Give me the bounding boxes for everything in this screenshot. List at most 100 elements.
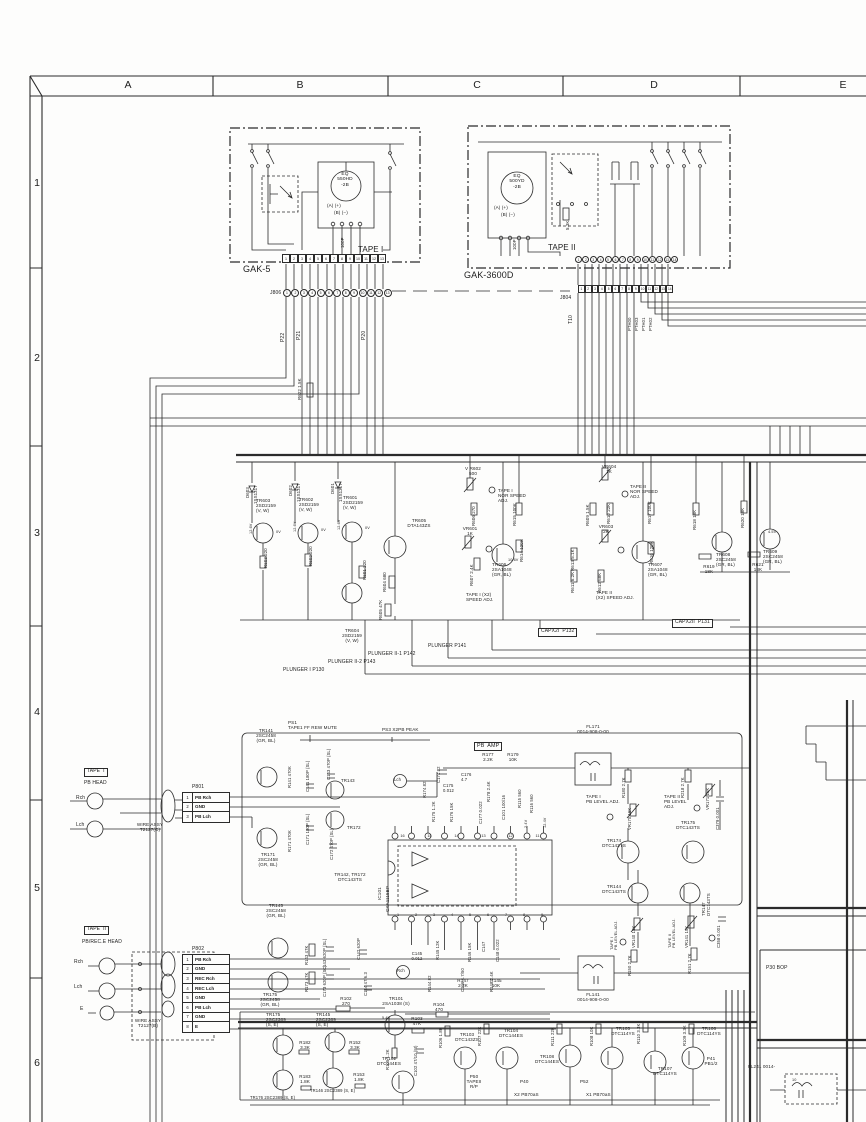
component-label: (B) (−) — [501, 212, 515, 217]
component-label: 2.4V — [524, 819, 528, 828]
plunger-p142: PLUNGER II-1 P142 — [368, 651, 416, 657]
component-label: C176 4.7 — [461, 772, 472, 782]
tr175-label: TR175 2SC2458 (GR, BL) — [260, 992, 280, 1008]
connector-pin: 6 — [324, 289, 333, 297]
connector-pin: 5 — [605, 285, 612, 293]
sheet-frame — [29, 75, 866, 1122]
component-label: PB HEAD — [84, 780, 107, 786]
component-label: R106 1.8K — [438, 1027, 443, 1048]
component-label: R146 15K — [467, 942, 472, 962]
pin-number: 4 — [183, 983, 193, 993]
pin-number: 3 — [183, 812, 193, 822]
tr105-label: TR105 DTC114YS — [611, 1026, 635, 1037]
connector-pin: 11 — [648, 256, 656, 263]
component-label: R177 2.2K — [482, 752, 494, 763]
component-label: V R602 500 — [465, 466, 481, 477]
connector-pin: 14 — [454, 833, 459, 838]
component-label: VR601 1K — [462, 526, 478, 537]
rch-node: Rch — [397, 968, 405, 973]
capx2-p131: CAPX2II P131 — [672, 619, 713, 628]
component-label: C379 0.001 — [715, 807, 720, 830]
connector-pin: 6 — [322, 254, 330, 263]
component-label: C173 620P (SL) — [322, 965, 327, 997]
component-label: PTH03 — [634, 317, 639, 331]
grid-column-C: C — [473, 79, 481, 91]
tr144-label: TR144 DTC143TS — [602, 884, 626, 895]
component-label: C172 470P (SL) — [329, 828, 334, 860]
connector-pin: 2 — [582, 256, 590, 263]
tr604-label: TR604 2SD2159 (V, W) — [342, 628, 362, 644]
component-label: 12.4V — [543, 817, 547, 828]
connector-pin: 10 — [641, 256, 649, 263]
tr142-tr172-label: TR142, TR172 DTC143TS — [334, 872, 366, 883]
component-label: R606 270 — [471, 506, 476, 526]
ps3-label: PS3 X2PB PEAK — [382, 727, 419, 732]
component-label: R144 82 — [427, 975, 432, 992]
tr171-label: TR171 2SC2458 (GR, BL) — [258, 852, 278, 868]
tape1-badge: TAPE I — [84, 768, 108, 777]
component-label: C143 470P (SL) — [326, 748, 331, 780]
grid-row-2: 2 — [34, 352, 40, 364]
component-label: TAPE I PB LEVEL ADJ. — [609, 920, 619, 950]
plunger-p130: PLUNGER I P130 — [283, 667, 325, 673]
component-label: 12.6V — [249, 523, 253, 534]
grid-row-3: 3 — [34, 527, 40, 539]
component-label: T10 — [568, 315, 574, 324]
pin-number: 1 — [183, 955, 193, 964]
component-label: R150 2.7K — [627, 955, 632, 976]
component-label: TR145 2SC2389 (S, E) — [316, 1012, 336, 1028]
component-label: R115 560 — [517, 789, 522, 808]
component-label: CXA1115BP — [385, 885, 390, 912]
connector-pin: 3 — [299, 289, 308, 297]
heavy-buses — [236, 453, 866, 1122]
wire-assy-c: WIRE ASSY T2127(C) — [136, 822, 164, 833]
component-label: C358 0.001 — [716, 925, 721, 948]
fl171-label: FL171 0014-908-0-00 — [577, 724, 609, 735]
tr103-label: TR103 DTC143ZS — [455, 1032, 479, 1043]
grid-column-D: D — [650, 79, 658, 91]
component-label: C142 620P — [356, 938, 361, 960]
component-label: R603 220 — [263, 548, 268, 568]
component-label: (A) (+) — [327, 203, 341, 208]
component-label: R618 18K — [692, 509, 697, 530]
motor2-label: EQ 500YD -2B — [509, 174, 525, 190]
connector-pin: 7 — [333, 289, 342, 297]
connector-pin: 2 — [584, 285, 592, 293]
component-label: R602 220 — [308, 546, 313, 566]
connector-pin: 14 — [671, 256, 679, 263]
component-label: P21 — [296, 330, 302, 340]
component-label: X1 PB70aS — [586, 1092, 611, 1097]
connector-pin: 7 — [330, 254, 338, 263]
connector-pin: 12 — [508, 833, 513, 838]
tr602-label: TR602 2SD2159 (V, W) — [299, 497, 319, 513]
component-label: R604 680 — [382, 572, 387, 592]
pin-label: GND — [195, 804, 206, 810]
component-label: C145 0.012 — [411, 951, 423, 961]
tape1-nor-speed-adj: TAPE I NOR SPEED ADJ. — [498, 488, 526, 504]
component-label: R620 18K — [740, 507, 745, 528]
component-label: R105 1.2K — [385, 1049, 390, 1070]
component-label: VR171 15K — [705, 787, 710, 810]
component-label: 100P — [512, 239, 517, 250]
component-label: R153 1.8K — [353, 1072, 365, 1083]
connector-pin: 5 — [314, 254, 322, 263]
connector-pin: 1 — [575, 256, 582, 263]
component-label: C144 47/6.3 — [363, 972, 368, 996]
component-label: (B) (−) — [334, 210, 348, 215]
component-label: R601 220 — [362, 560, 367, 580]
component-label: R178 2.4K — [486, 781, 491, 802]
component-label: R607 2.4K — [469, 564, 474, 586]
component-label: VR604 1K — [601, 464, 617, 475]
component-label: 4.5V — [768, 530, 777, 534]
pin-number: 8 — [183, 1022, 193, 1032]
connector-pin: 1 — [283, 289, 291, 297]
pin-label: PB Rch — [195, 956, 212, 962]
lch-node: Lch — [394, 777, 402, 782]
